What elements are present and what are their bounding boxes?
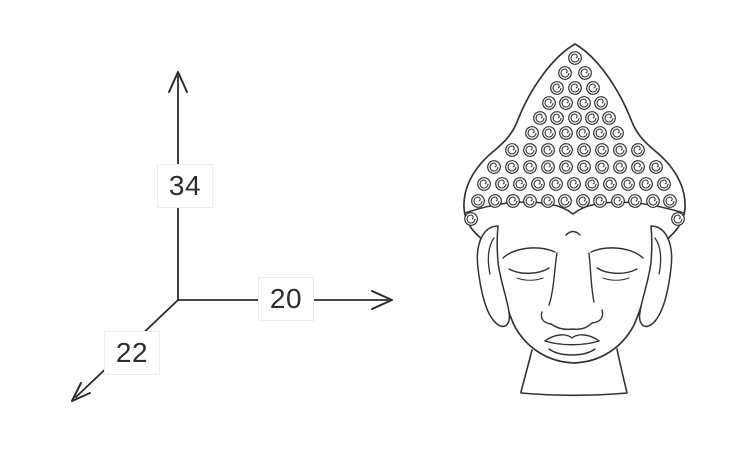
- mouth-line: [544, 340, 600, 346]
- lower-lip: [548, 348, 596, 356]
- left-eye: [508, 267, 550, 275]
- face-features: [502, 230, 644, 356]
- left-nostril: [540, 311, 552, 325]
- right-eye-lower-lid: [602, 277, 630, 281]
- nose-bridge-left: [548, 252, 558, 306]
- right-nostril: [591, 309, 604, 324]
- urna-mark: [565, 230, 581, 236]
- left-eye-lower-lid: [516, 277, 544, 281]
- width-dimension-label: 20: [258, 277, 314, 321]
- right-eye: [596, 267, 638, 275]
- right-ear: [638, 225, 673, 328]
- left-ear: [476, 225, 511, 328]
- head-outline: [463, 43, 686, 364]
- depth-dimension-label: 22: [104, 331, 160, 375]
- nose-bridge-right: [588, 252, 595, 303]
- buddha-head-illustration: [463, 43, 686, 397]
- upper-lip: [544, 334, 600, 342]
- arrowhead-down-left-icon: [71, 382, 91, 402]
- neck-base: [520, 348, 628, 397]
- height-dimension-label: 34: [157, 164, 213, 208]
- right-eyebrow: [590, 247, 644, 259]
- arrowhead-up-icon: [168, 71, 188, 93]
- left-eyebrow: [502, 247, 556, 259]
- nose-base: [550, 322, 593, 331]
- arrowhead-right-icon: [371, 290, 393, 310]
